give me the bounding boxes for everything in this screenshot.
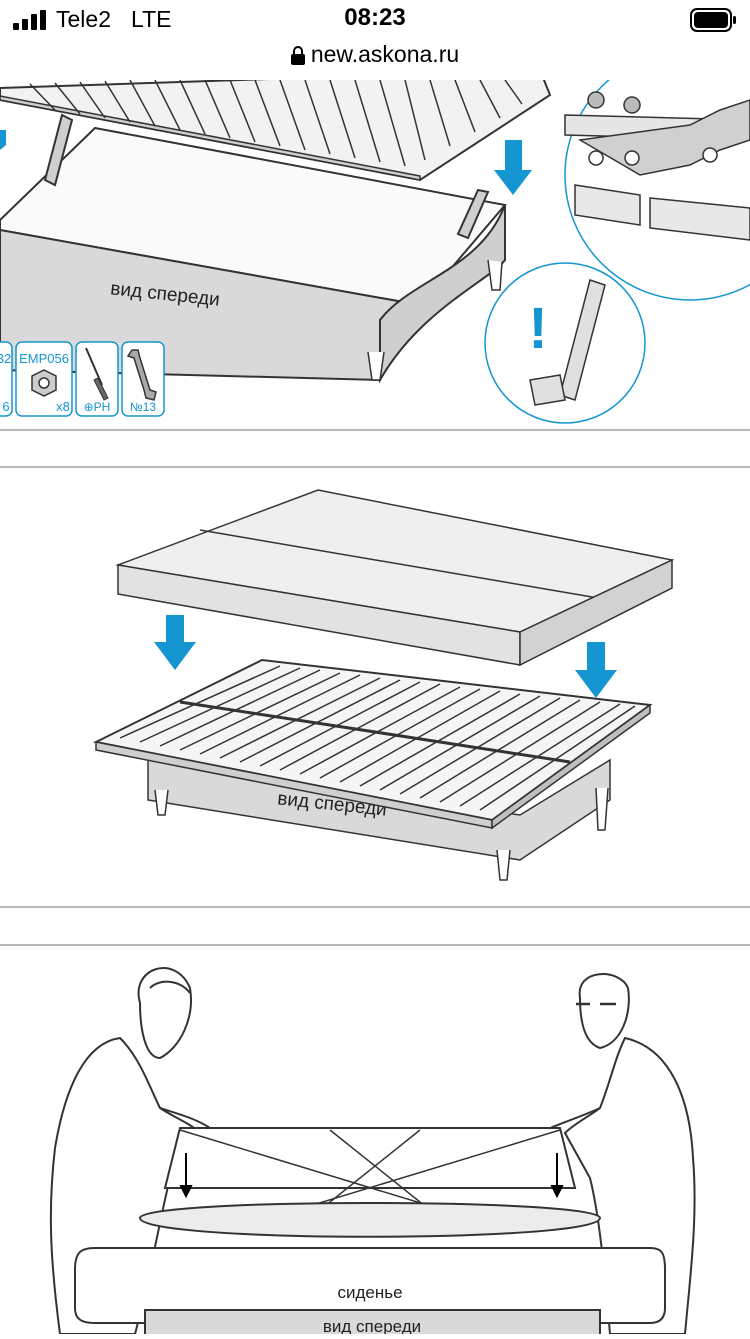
gas-lift: [43, 113, 490, 240]
instruction-step-attach-seat: сиденье вид спереди: [0, 948, 750, 1339]
part-qty-1: 6: [2, 399, 9, 414]
status-bar: Tele2 LTE 08:23 new.askona.ru: [0, 0, 750, 80]
down-arrow-icon: [154, 615, 617, 698]
url-text: new.askona.ru: [310, 41, 460, 67]
section-divider: [0, 944, 750, 946]
part-qty-4: №13: [130, 400, 157, 414]
seat-label: сиденье: [337, 1283, 402, 1302]
nut-icon: [31, 369, 57, 397]
detail-zoom-circle: [564, 49, 750, 301]
carrier-name: Tele2: [56, 6, 111, 32]
part-code-2: EMP056: [19, 351, 69, 366]
cellular-signal-icon: [13, 10, 46, 30]
sofa-backrest: [138, 1127, 602, 1238]
seat: сиденье: [74, 1247, 666, 1324]
front-view-label: вид спереди: [323, 1317, 421, 1334]
instruction-step-lift-mechanism: вид спереди !: [0, 49, 750, 430]
down-arrow-icon: [0, 130, 532, 195]
section-divider: [0, 429, 750, 431]
wrench-icon: [126, 349, 157, 401]
battery-icon: [690, 8, 736, 32]
instruction-step-place-mattress: вид спереди: [0, 470, 750, 906]
storage-box: вид спереди: [144, 1309, 601, 1339]
warning-zoom-circle: !: [484, 262, 646, 424]
slatted-frame: [92, 658, 653, 830]
clock: 08:23: [344, 4, 406, 31]
two-people-assembly-illustration: сиденье вид спереди: [49, 967, 696, 1339]
mattress: [115, 489, 675, 667]
down-arrow-icon: [179, 1153, 564, 1199]
address-bar[interactable]: new.askona.ru: [0, 41, 750, 68]
network-type: LTE: [131, 6, 172, 32]
mattress-placement-illustration: вид спереди: [92, 489, 675, 881]
section-divider: [0, 466, 750, 468]
screwdriver-icon: [85, 347, 109, 401]
part-qty-2: x8: [56, 399, 70, 414]
lift-mechanism-illustration: вид спереди !: [0, 49, 750, 424]
slatted-frame: [0, 68, 552, 182]
part-code-1: 32: [0, 351, 11, 366]
part-qty-3: ⊕PH: [84, 400, 111, 414]
section-divider: [0, 906, 750, 908]
lock-icon: [290, 46, 305, 66]
warning-mark: !: [528, 296, 547, 361]
